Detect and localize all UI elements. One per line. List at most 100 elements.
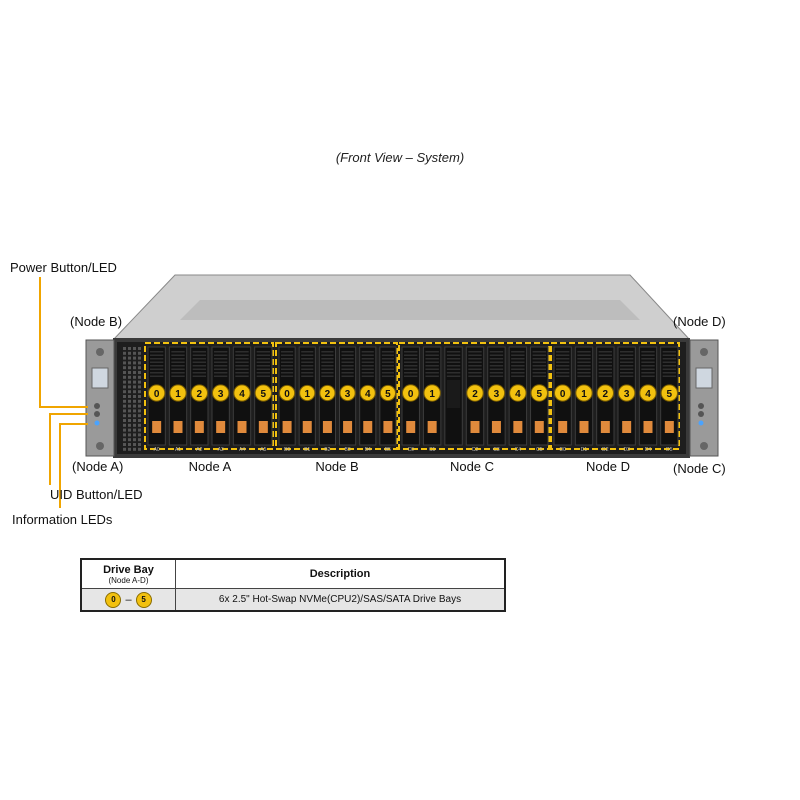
legend-header-description: Description <box>175 558 506 589</box>
power-led-button-icon[interactable] <box>698 403 704 409</box>
drive-bay[interactable]: 1B1 <box>298 346 316 453</box>
drive-bay[interactable]: 1A1 <box>168 346 188 453</box>
ear-screw-icon <box>96 442 104 450</box>
drive-bay[interactable]: 3A3 <box>211 346 230 453</box>
drive-bay-tag: D0 <box>559 447 566 453</box>
drive-bay[interactable]: 4D4 <box>638 346 658 453</box>
drive-bay[interactable]: 3B3 <box>339 346 357 453</box>
drive-bay-number: 0 <box>284 389 290 400</box>
drive-bay-number-badge <box>299 384 316 402</box>
drive-bay-number: 5 <box>537 389 543 400</box>
drive-bay-tag: C2 <box>472 447 479 453</box>
drive-bay-tag: B3 <box>345 447 351 453</box>
bay-badge-end: 5 <box>135 591 152 608</box>
drive-bay[interactable]: 4B4 <box>359 346 377 453</box>
drive-led <box>194 421 204 433</box>
uid-led-button-icon[interactable] <box>94 411 100 417</box>
drive-bay-tag: D4 <box>645 447 652 453</box>
power-led-button-icon[interactable] <box>94 403 100 409</box>
drive-bay-number-badge <box>639 384 657 402</box>
drive-bay-tag: B4 <box>365 447 371 453</box>
drive-bay-number: 5 <box>385 389 391 400</box>
drive-led <box>643 421 653 433</box>
drive-led <box>237 421 247 433</box>
drive-bay-number: 1 <box>581 389 587 400</box>
info-led-icon <box>94 420 100 426</box>
drive-bay[interactable]: 5C5 <box>530 346 549 453</box>
drive-bay[interactable]: 1C1 <box>422 346 442 453</box>
legend-row: 0–5 6x 2.5" Hot-Swap NVMe(CPU2)/SAS/SATA… <box>80 588 506 612</box>
ear-label-plate <box>695 367 713 389</box>
drive-led <box>427 421 437 433</box>
drive-bay-number-badge <box>487 384 506 402</box>
drive-bay[interactable]: 0C0 <box>401 346 420 453</box>
information-leds-label: Information LEDs <box>12 512 113 527</box>
drive-bay-number-badge <box>319 384 336 402</box>
legend-header-bay-sub: (Node A-D) <box>108 575 149 585</box>
drive-led <box>258 421 268 433</box>
drive-bay[interactable]: 5B5 <box>379 346 397 453</box>
ear-screw-icon <box>700 348 708 356</box>
drive-bay-number-badge <box>254 384 273 402</box>
node-d-right-label: (Node D) <box>673 314 726 329</box>
drive-led <box>491 421 501 433</box>
drive-bay[interactable]: 5A5 <box>254 346 273 453</box>
ear-label-plate <box>91 367 109 389</box>
drive-bay[interactable]: 3C3 <box>487 346 506 453</box>
drive-bay[interactable]: 5D5 <box>660 346 679 453</box>
drive-bay[interactable]: 0D0 <box>553 346 572 453</box>
drive-led <box>600 421 610 433</box>
drive-bay[interactable]: 3D3 <box>617 346 636 453</box>
bay-range-dash: – <box>125 593 132 606</box>
drive-led <box>579 421 589 433</box>
drive-bay-tag: B1 <box>304 447 310 453</box>
drive-bay[interactable]: 0A0 <box>147 346 166 453</box>
drive-bay[interactable]: 2B2 <box>318 346 337 453</box>
drive-led <box>152 421 162 433</box>
uid-led-button-icon[interactable] <box>698 411 704 417</box>
drive-bay-number: 2 <box>197 389 203 400</box>
drive-bay-tag: C0 <box>408 447 415 453</box>
drive-bay-number: 4 <box>515 389 521 400</box>
callout-lines <box>39 277 88 508</box>
drive-bay-number: 1 <box>429 389 435 400</box>
drive-led <box>363 421 373 433</box>
drive-bay-number-badge <box>596 384 614 402</box>
drive-bay-number: 4 <box>645 389 651 400</box>
drive-bay-number: 2 <box>472 389 478 400</box>
legend-description: 6x 2.5" Hot-Swap NVMe(CPU2)/SAS/SATA Dri… <box>175 588 506 612</box>
drive-bay-number: 3 <box>345 389 351 400</box>
drive-bay-tag: A2 <box>196 447 202 453</box>
drive-bay[interactable]: 4C4 <box>508 346 528 453</box>
power-callout-line <box>39 277 88 408</box>
drive-bay[interactable]: 1D1 <box>574 346 594 453</box>
drive-bay[interactable]: 0B0 <box>278 346 296 453</box>
drive-bay[interactable] <box>444 346 463 446</box>
drive-bay-number-badge <box>169 384 187 402</box>
drive-bay-number-badge <box>618 384 636 402</box>
drive-led <box>383 421 393 433</box>
drive-bay-tag: A3 <box>218 447 224 453</box>
right-ear-controls <box>695 348 713 450</box>
drive-bay-tag: B5 <box>385 447 391 453</box>
node-c-right-label: (Node C) <box>673 461 726 476</box>
drive-bay[interactable]: 2C2 <box>465 346 485 453</box>
drive-bay[interactable]: 2D2 <box>596 346 615 453</box>
drive-bay-number: 5 <box>667 389 673 400</box>
node-group-outline <box>398 342 550 450</box>
drive-led <box>406 421 416 433</box>
node-b-label: Node B <box>315 459 359 474</box>
drive-bay-number: 0 <box>560 389 566 400</box>
uid-callout-line <box>49 413 88 485</box>
drive-bay[interactable]: 2A2 <box>190 346 209 453</box>
drive-bay-number: 1 <box>304 389 310 400</box>
drive-bay-tag: D5 <box>666 447 673 453</box>
drive-bay-number-badge <box>148 384 166 402</box>
drive-bay[interactable]: 4A4 <box>232 346 252 453</box>
drive-bay-number: 5 <box>261 389 267 400</box>
right-rack-ear <box>689 339 719 457</box>
drive-led <box>302 421 312 433</box>
node-group-outline <box>550 342 680 450</box>
vent-grille <box>123 347 141 451</box>
node-b-left-label: (Node B) <box>70 314 123 329</box>
